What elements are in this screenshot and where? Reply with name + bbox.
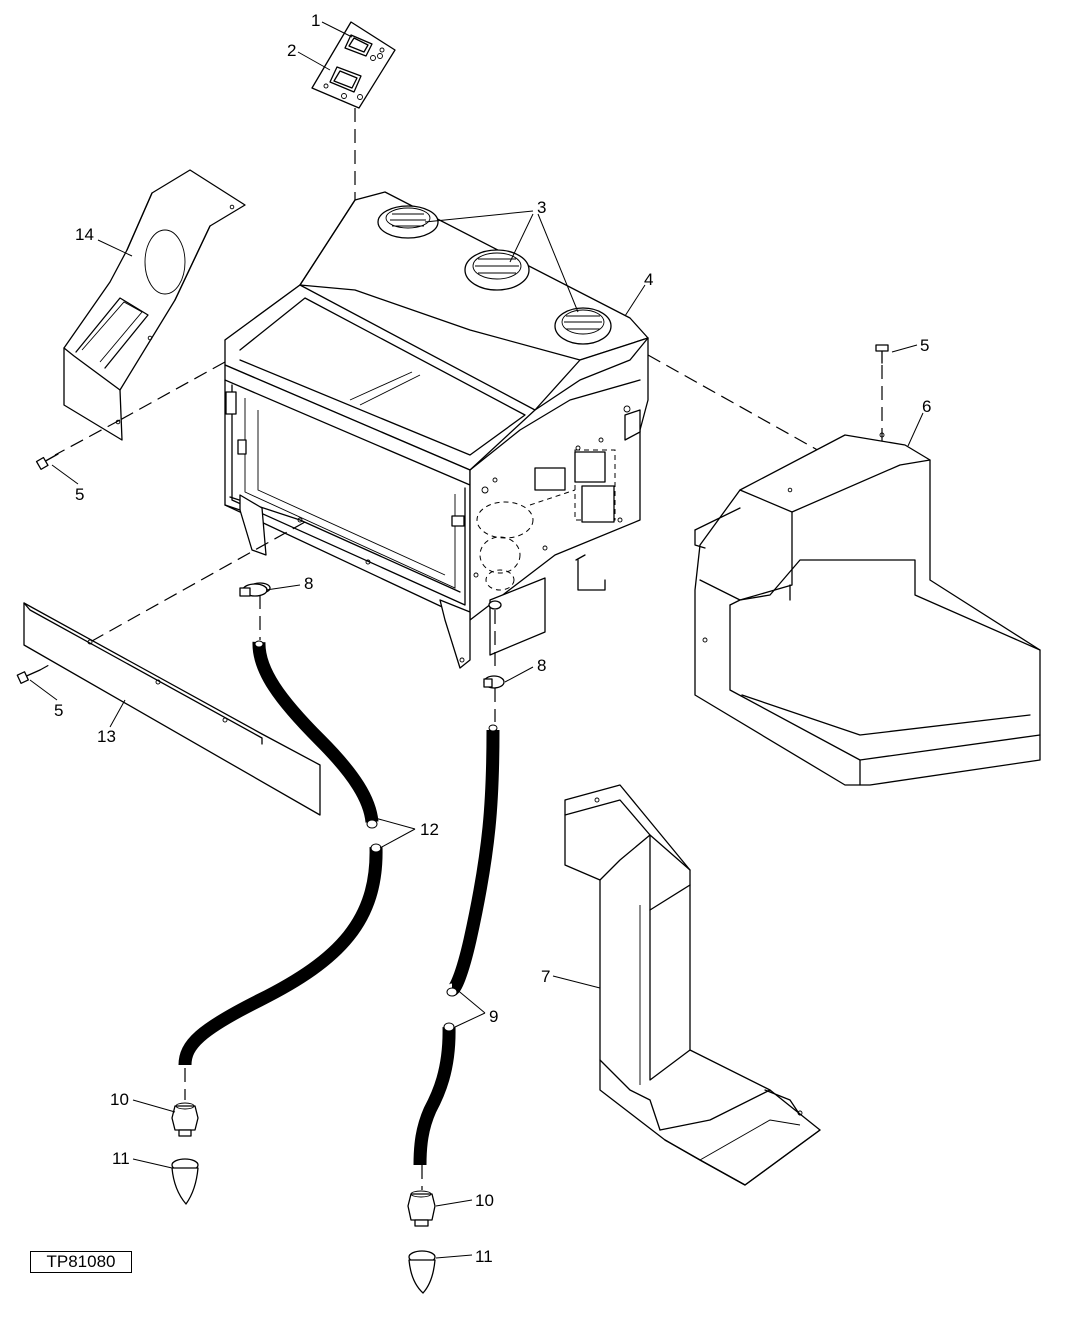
hose-clamp-left xyxy=(239,583,268,597)
screw-left-lower xyxy=(16,669,41,684)
switch-2 xyxy=(323,66,363,100)
air-vents-part-3 xyxy=(377,205,612,345)
screw-right-upper xyxy=(875,344,889,364)
callout-6: 6 xyxy=(922,397,931,416)
bracket-plate-part-13 xyxy=(23,602,321,816)
heater-housing-part-4 xyxy=(224,191,649,669)
callout-5-lower-left: 5 xyxy=(54,701,63,720)
callout-9: 9 xyxy=(489,1007,498,1026)
screw-left-upper xyxy=(35,453,59,470)
callout-8-left: 8 xyxy=(304,574,313,593)
callout-10-left: 10 xyxy=(110,1090,129,1109)
callout-1: 1 xyxy=(311,11,320,30)
callout-7: 7 xyxy=(541,967,550,986)
rear-cover-part-6 xyxy=(694,432,1041,786)
switch-panel xyxy=(311,21,396,109)
hose-part-12-upper xyxy=(252,640,379,829)
drawing-id-label: TP81080 xyxy=(30,1251,132,1273)
hose-part-9-lower xyxy=(413,1022,456,1166)
leader-lines xyxy=(29,21,924,1259)
callout-11-left: 11 xyxy=(112,1149,130,1168)
callout-14: 14 xyxy=(75,225,94,244)
plug-part-11-left xyxy=(171,1158,199,1205)
callout-13: 13 xyxy=(97,727,116,746)
callout-2: 2 xyxy=(287,41,296,60)
fitting-part-10-right xyxy=(407,1190,436,1227)
callout-12: 12 xyxy=(420,820,439,839)
callout-3: 3 xyxy=(537,198,546,217)
shroud-part-14 xyxy=(63,169,246,441)
callout-5-upper-right: 5 xyxy=(920,336,929,355)
callout-5-upper-left: 5 xyxy=(75,485,84,504)
hose-clamp-right xyxy=(483,675,505,689)
guide-line-shroud xyxy=(119,361,226,421)
callout-8-right: 8 xyxy=(537,656,546,675)
guide-line-screw-left xyxy=(54,419,121,456)
fitting-part-10-left xyxy=(171,1102,199,1137)
duct-part-7 xyxy=(564,784,821,1186)
callout-11-right: 11 xyxy=(475,1247,493,1266)
callout-10-right: 10 xyxy=(475,1191,494,1210)
callout-labels: 1 2 3 4 5 6 14 5 8 8 5 13 12 7 9 10 11 1… xyxy=(54,11,931,1266)
hose-part-12-lower xyxy=(178,843,383,1066)
switch-1 xyxy=(344,34,385,61)
hose-part-9-upper xyxy=(446,724,500,997)
callout-4: 4 xyxy=(644,270,653,289)
plug-part-11-right xyxy=(408,1250,436,1294)
